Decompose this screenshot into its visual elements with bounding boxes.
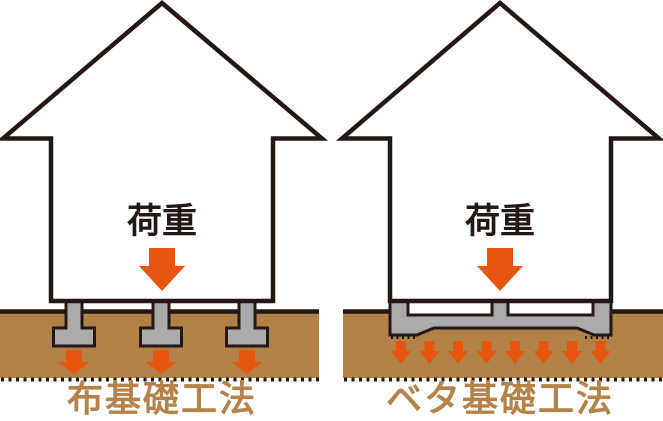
main-load-arrow-right: [477, 248, 523, 291]
load-label-left: 荷重: [127, 202, 197, 241]
load-label-right: 荷重: [465, 202, 535, 241]
soil-arrow-down: [448, 341, 468, 364]
house-outline-right: [335, 0, 663, 304]
slab-gap-left: [406, 300, 494, 316]
strip-footing-right: [225, 296, 269, 348]
soil-arrow-down: [562, 341, 582, 364]
strip-footing-center: [139, 296, 183, 348]
left-panel: 荷重 布基礎工法: [0, 0, 329, 419]
slab-gap-right: [506, 300, 595, 316]
caption-right: ベタ基礎工法: [386, 378, 614, 419]
soil-arrow-down: [58, 350, 90, 374]
soil-arrow-down: [391, 341, 411, 364]
strip-footing-left: [52, 296, 96, 348]
soil-arrow-down: [419, 341, 440, 364]
soil-arrow-down: [505, 341, 525, 364]
house-outline-left: [0, 0, 329, 304]
caption-left: 布基礎工法: [67, 378, 257, 419]
main-load-arrow-left: [139, 248, 185, 291]
soil-arrow-down: [476, 341, 497, 364]
soil-arrow-down: [533, 341, 554, 364]
soil-arrow-down: [231, 350, 263, 374]
right-panel: 荷重 ベタ基礎工法: [335, 0, 663, 419]
soil-arrow-down: [145, 350, 177, 374]
soil-arrow-down: [590, 341, 611, 364]
